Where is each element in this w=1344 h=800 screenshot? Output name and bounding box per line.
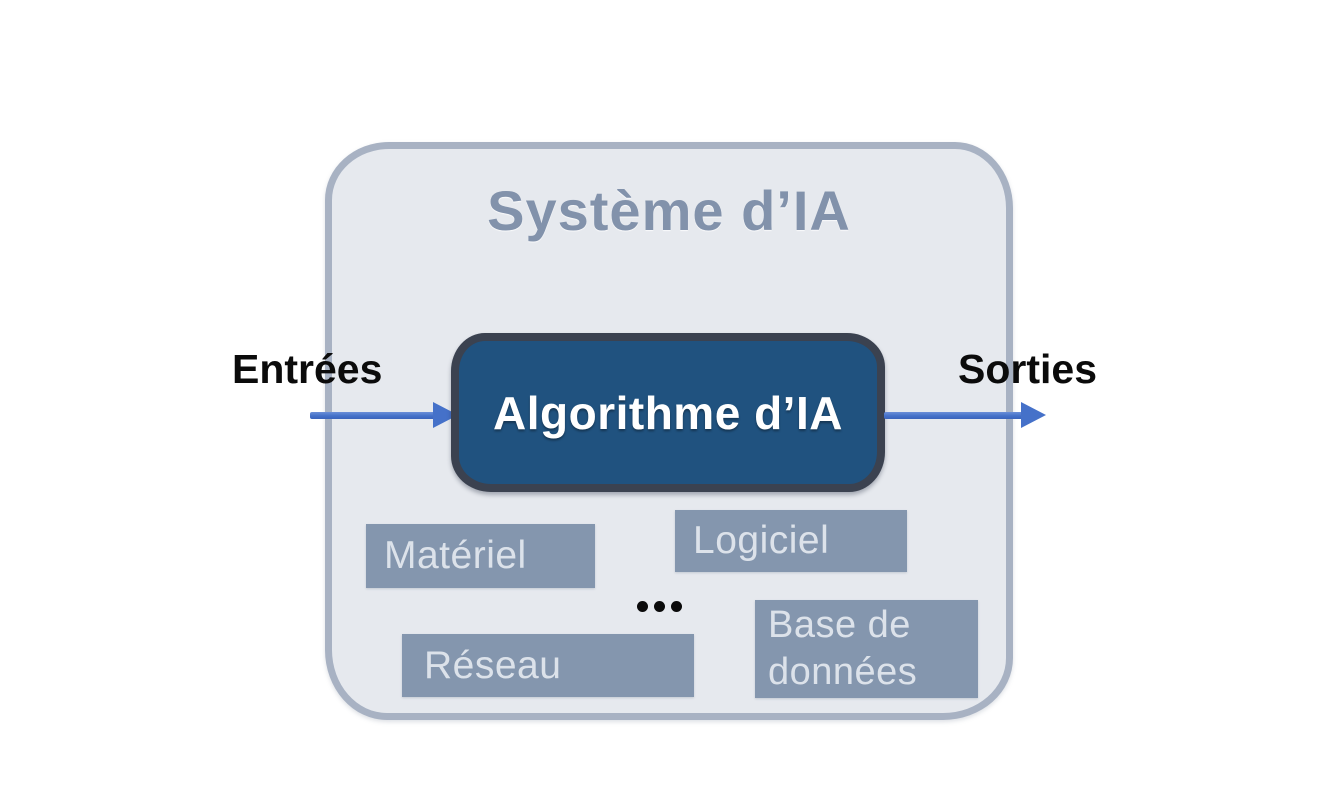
ellipsis-dot: [637, 601, 648, 612]
more-components-ellipsis-icon: [637, 601, 682, 612]
ellipsis-dot: [671, 601, 682, 612]
output-label: Sorties: [958, 346, 1097, 392]
component-box-reseau: Réseau: [402, 634, 694, 697]
more-components-ellipsis-text: ...: [0, 0, 1, 1]
algorithm-box: Algorithme d’IA: [451, 333, 885, 492]
ellipsis-dot: [654, 601, 665, 612]
input-arrow-shaft: [310, 412, 436, 419]
component-box-base-de-donnees: Base de données: [755, 600, 978, 698]
input-label: Entrées: [232, 346, 383, 392]
output-arrow-shaft: [884, 412, 1024, 419]
component-box-materiel: Matériel: [366, 524, 595, 588]
system-title: Système d’IA: [487, 179, 851, 242]
algorithm-label: Algorithme d’IA: [493, 386, 843, 439]
output-arrow-head-icon: [1021, 402, 1046, 428]
component-box-logiciel: Logiciel: [675, 510, 907, 572]
